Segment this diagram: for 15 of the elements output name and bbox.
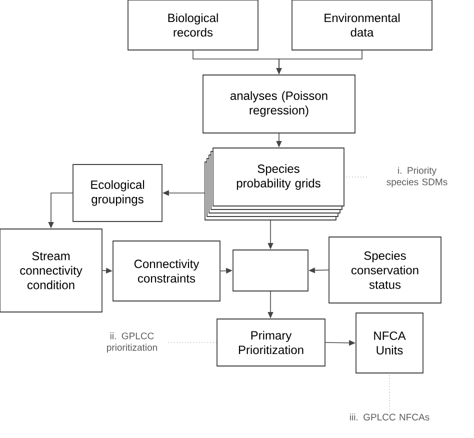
process-box: NFCA Units: [356, 312, 424, 374]
annotation-text: ii. GPLCC prioritization: [107, 332, 157, 353]
process-box: Environmental data: [292, 0, 432, 50]
process-box: Primary Prioritization: [216, 318, 326, 366]
process-box: Connectivity constraints: [112, 240, 220, 302]
process-box: [232, 250, 308, 292]
annotation-text: i. Priority species SDMs: [386, 166, 448, 188]
process-box: Biological records: [128, 0, 258, 50]
process-box: Species conservation status: [328, 236, 442, 304]
leader-line: [168, 342, 217, 343]
stacked-box: Species probability grids: [204, 148, 344, 220]
process-box: Stream connectivity condition: [0, 228, 102, 312]
process-box: analyses (Poisson regression): [202, 74, 356, 134]
annotation-text: iii. GPLCC NFCAs: [350, 414, 430, 420]
process-box: Ecological groupings: [72, 164, 162, 222]
